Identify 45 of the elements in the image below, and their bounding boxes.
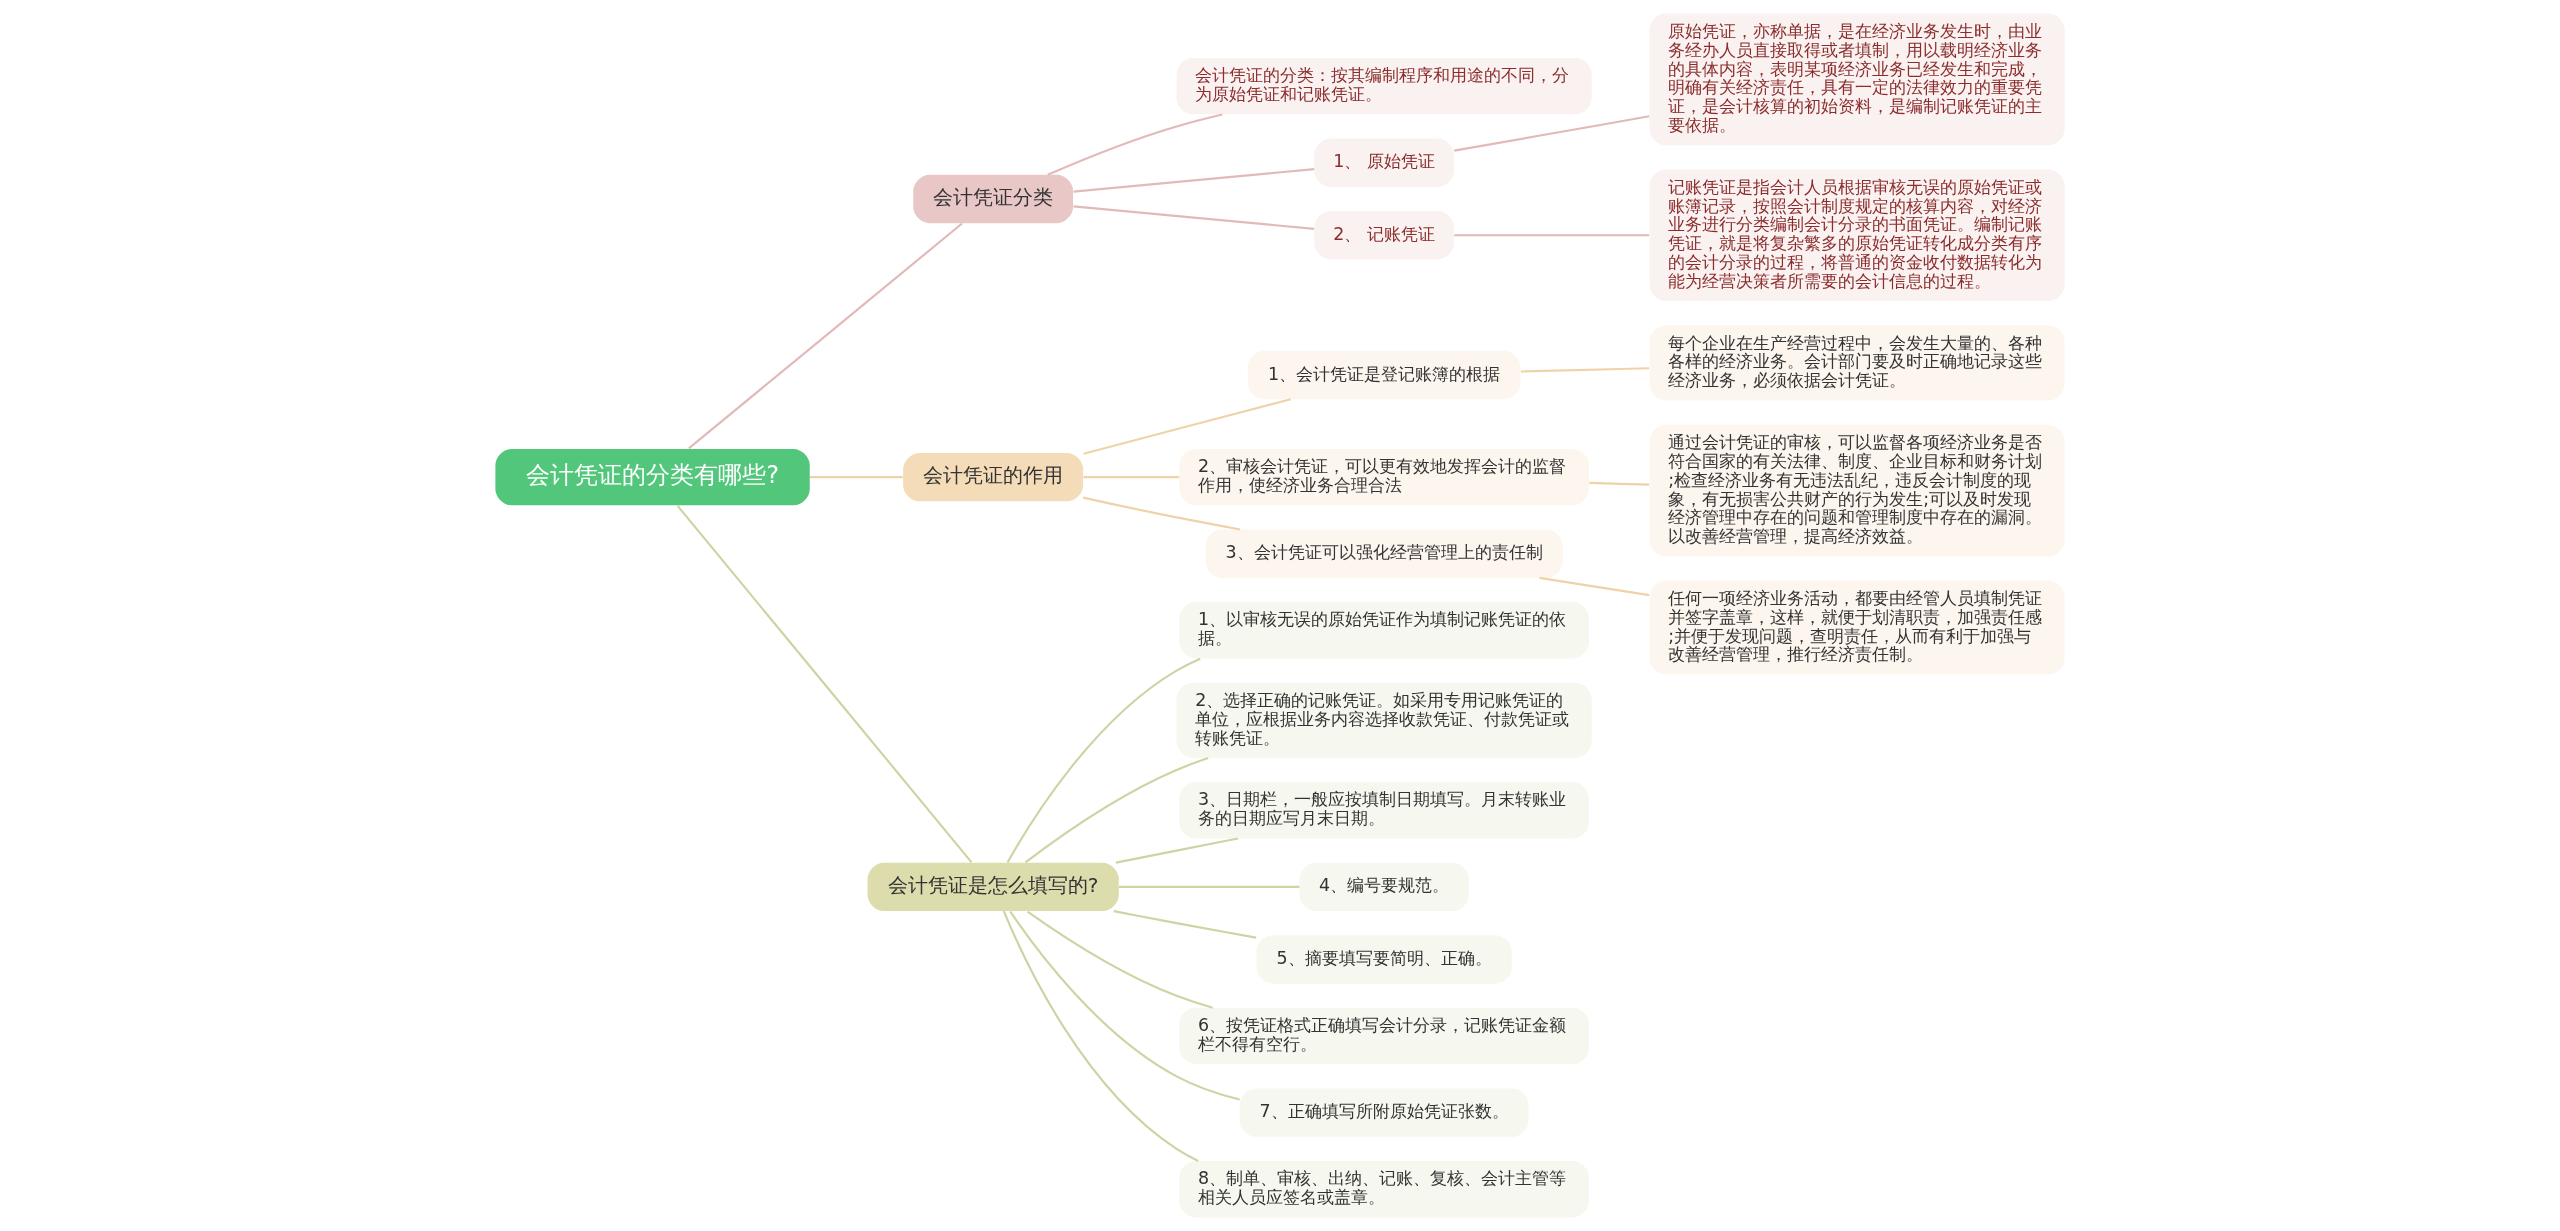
node-box: 会计凭证的作用	[903, 452, 1084, 502]
node-box: 8、制单、审核、出纳、记账、复核、会计主管等相关人员应签名或盖章。	[1179, 1161, 1589, 1218]
node-box: 每个企业在生产经营过程中，会发生大量的、各种各样的经济业务。会计部门要及时正确地记录这些经济业务，必须依据会计凭证。	[1649, 325, 2065, 401]
connector	[1024, 756, 1209, 864]
connector	[1115, 837, 1239, 864]
node-box: 2、 记账凭证	[1314, 211, 1454, 260]
node-box: 会计凭证是怎么填写的?	[867, 862, 1119, 912]
connector	[1454, 115, 1650, 152]
connector	[1073, 205, 1315, 230]
node-box: 1、以审核无误的原始凭证作为填制记账凭证的依据。	[1179, 602, 1589, 659]
connector	[1006, 657, 1201, 863]
connector	[1083, 398, 1292, 455]
node-box: 6、按凭证格式正确填写会计分录，记账凭证金额栏不得有空行。	[1179, 1007, 1589, 1065]
node-box: 1、 原始凭证	[1314, 138, 1454, 187]
node-box: 5、摘要填写要简明、正确。	[1256, 935, 1512, 984]
connector	[688, 222, 963, 450]
node-box: 3、日期栏，一般应按填制日期填写。月末转账业务的日期应写月末日期。	[1179, 782, 1589, 839]
connector	[1002, 910, 1199, 1162]
node-box: 7、正确填写所附原始凭证张数。	[1239, 1088, 1529, 1137]
connector	[1589, 481, 1650, 486]
connector	[1520, 367, 1650, 373]
connector	[1073, 168, 1315, 193]
node-box: 任何一项经济业务活动，都要由经管人员填制凭证并签字盖章，这样，就便于划清职责，加强责任感;并便于发现问题，查明责任，从而有利于加强与改善经营管理，推行经济责任制。	[1649, 580, 2065, 675]
node-box: 会计凭证分类	[913, 174, 1074, 224]
node-box: 会计凭证的分类：按其编制程序和用途的不同，分为原始凭证和记账凭证。	[1176, 57, 1592, 115]
node-box: 记账凭证是指会计人员根据审核无误的原始凭证或账簿记录，按照会计制度规定的核算内容，对经济业务进行分类编制会计分录的书面凭证。编制记账凭证，就是将复杂繁多的原始凭证转化成分类有序的会计分录的过程，将普通的资金收付数据转化为能为经营决策者所需要的会计信息的过程。	[1649, 169, 2065, 302]
node-box: 原始凭证，亦称单据，是在经济业务发生时，由业务经办人员直接取得或者填制，用以载明经济业务的具体内容，表明某项经济业务已经发生和完成，明确有关经济责任，具有一定的法律效力的重要凭证，是会计核算的初始资料，是编制记账凭证的主要依据。	[1649, 13, 2065, 146]
connector	[1113, 910, 1257, 939]
node-box: 1、会计凭证是登记账簿的根据	[1247, 350, 1521, 400]
node-box: 3、会计凭证可以强化经营管理上的责任制	[1205, 529, 1563, 578]
node-box: 2、选择正确的记账凭证。如采用专用记账凭证的单位，应根据业务内容选择收款凭证、付款凭证或转账凭证。	[1176, 682, 1592, 758]
node-box: 通过会计凭证的审核，可以监督各项经济业务是否符合国家的有关法律、制度、企业目标和财务计划;检查经济业务有无违法乱纪，违反会计制度的现象，有无损害公共财产的行为发生;可以及时发现经济管理中存在的问题和管理制度中存在的漏洞。以改善经营管理，提高经济效益。	[1649, 424, 2065, 557]
connector	[1083, 476, 1180, 479]
connector	[1454, 234, 1650, 237]
connector	[1118, 885, 1300, 888]
connector	[1009, 910, 1240, 1101]
node-box: 会计凭证的分类有哪些?	[495, 448, 810, 506]
connector	[1083, 496, 1241, 531]
node-box: 2、审核会计凭证，可以更有效地发挥会计的监督作用，使经济业务合理合法	[1179, 448, 1589, 506]
node-box: 4、编号要规范。	[1299, 862, 1469, 912]
connector	[810, 476, 903, 479]
connector	[1026, 910, 1213, 1009]
connector	[676, 505, 973, 863]
connector	[1539, 576, 1650, 597]
connector	[1047, 113, 1223, 176]
